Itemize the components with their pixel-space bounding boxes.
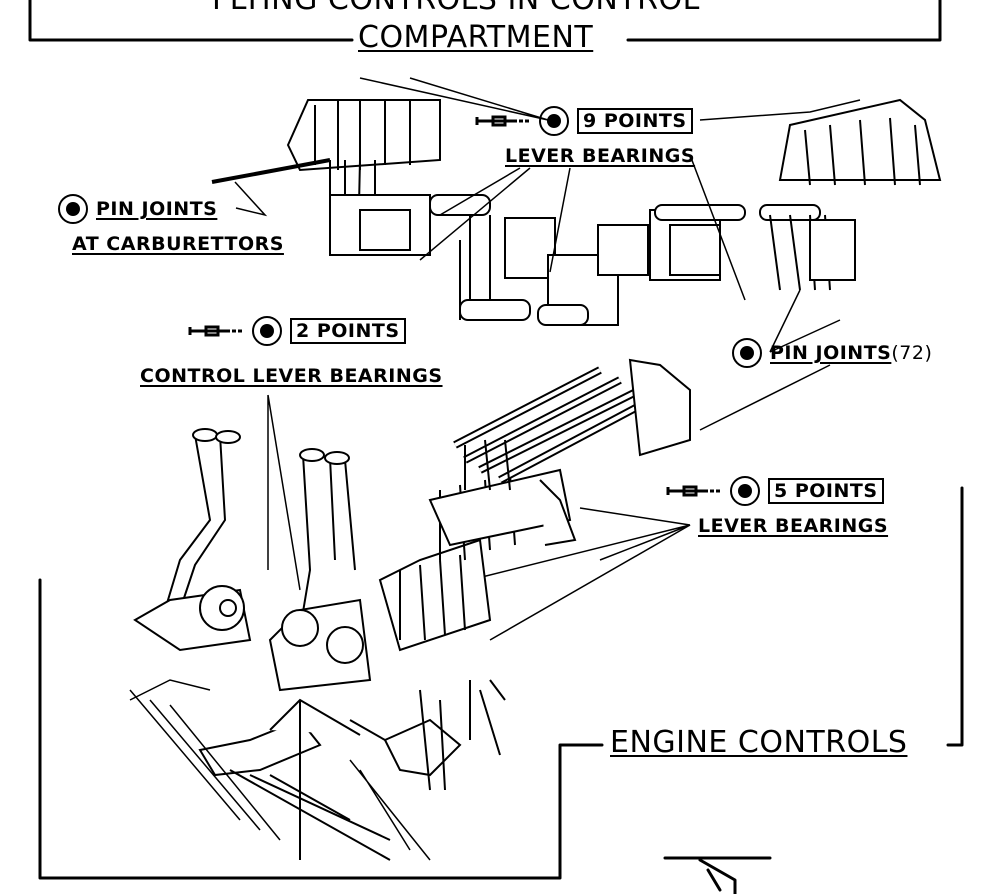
corner-fragment	[663, 856, 772, 894]
grease-point-symbol-icon	[732, 338, 762, 368]
at-carburettors-label: AT CARBURETTORS	[72, 233, 284, 255]
header-top-title: FLYING CONTROLS IN CONTROL	[212, 0, 700, 17]
five-points-callout: 5 POINTS	[666, 476, 884, 506]
lever-bearings-top-label: LEVER BEARINGS	[505, 145, 696, 167]
five-points-label: 5 POINTS	[768, 478, 884, 504]
grease-gun-icon	[188, 325, 242, 337]
grease-point-symbol-icon	[539, 106, 569, 136]
pin-joints-72-count: (72)	[891, 342, 933, 364]
pin-joints-72-label: PIN JOINTS	[770, 342, 892, 364]
engine-controls-title: ENGINE CONTROLS	[610, 725, 908, 760]
grease-point-symbol-icon	[252, 316, 282, 346]
two-points-callout: 2 POINTS	[188, 316, 406, 346]
nine-points-label: 9 POINTS	[577, 108, 693, 134]
grease-gun-icon	[666, 485, 720, 497]
pin-joints-carburettors-callout: PIN JOINTS	[58, 194, 217, 224]
lever-bearings-bottom-label: LEVER BEARINGS	[698, 515, 889, 537]
grease-point-symbol-icon	[58, 194, 88, 224]
pin-joints-72-callout: PIN JOINTS (72)	[732, 338, 932, 368]
pin-joints-label: PIN JOINTS	[96, 198, 218, 220]
engine-controls-frame	[38, 486, 964, 880]
control-lever-bearings-label: CONTROL LEVER BEARINGS	[140, 365, 443, 387]
grease-gun-icon	[475, 115, 529, 127]
header-frame	[28, 0, 942, 42]
carburettor-linkage	[211, 98, 942, 326]
compartment-title: COMPARTMENT	[358, 20, 594, 55]
two-points-label: 2 POINTS	[290, 318, 406, 344]
grease-point-symbol-icon	[730, 476, 760, 506]
control-quadrant	[133, 358, 691, 861]
nine-points-callout: 9 POINTS	[475, 106, 693, 136]
